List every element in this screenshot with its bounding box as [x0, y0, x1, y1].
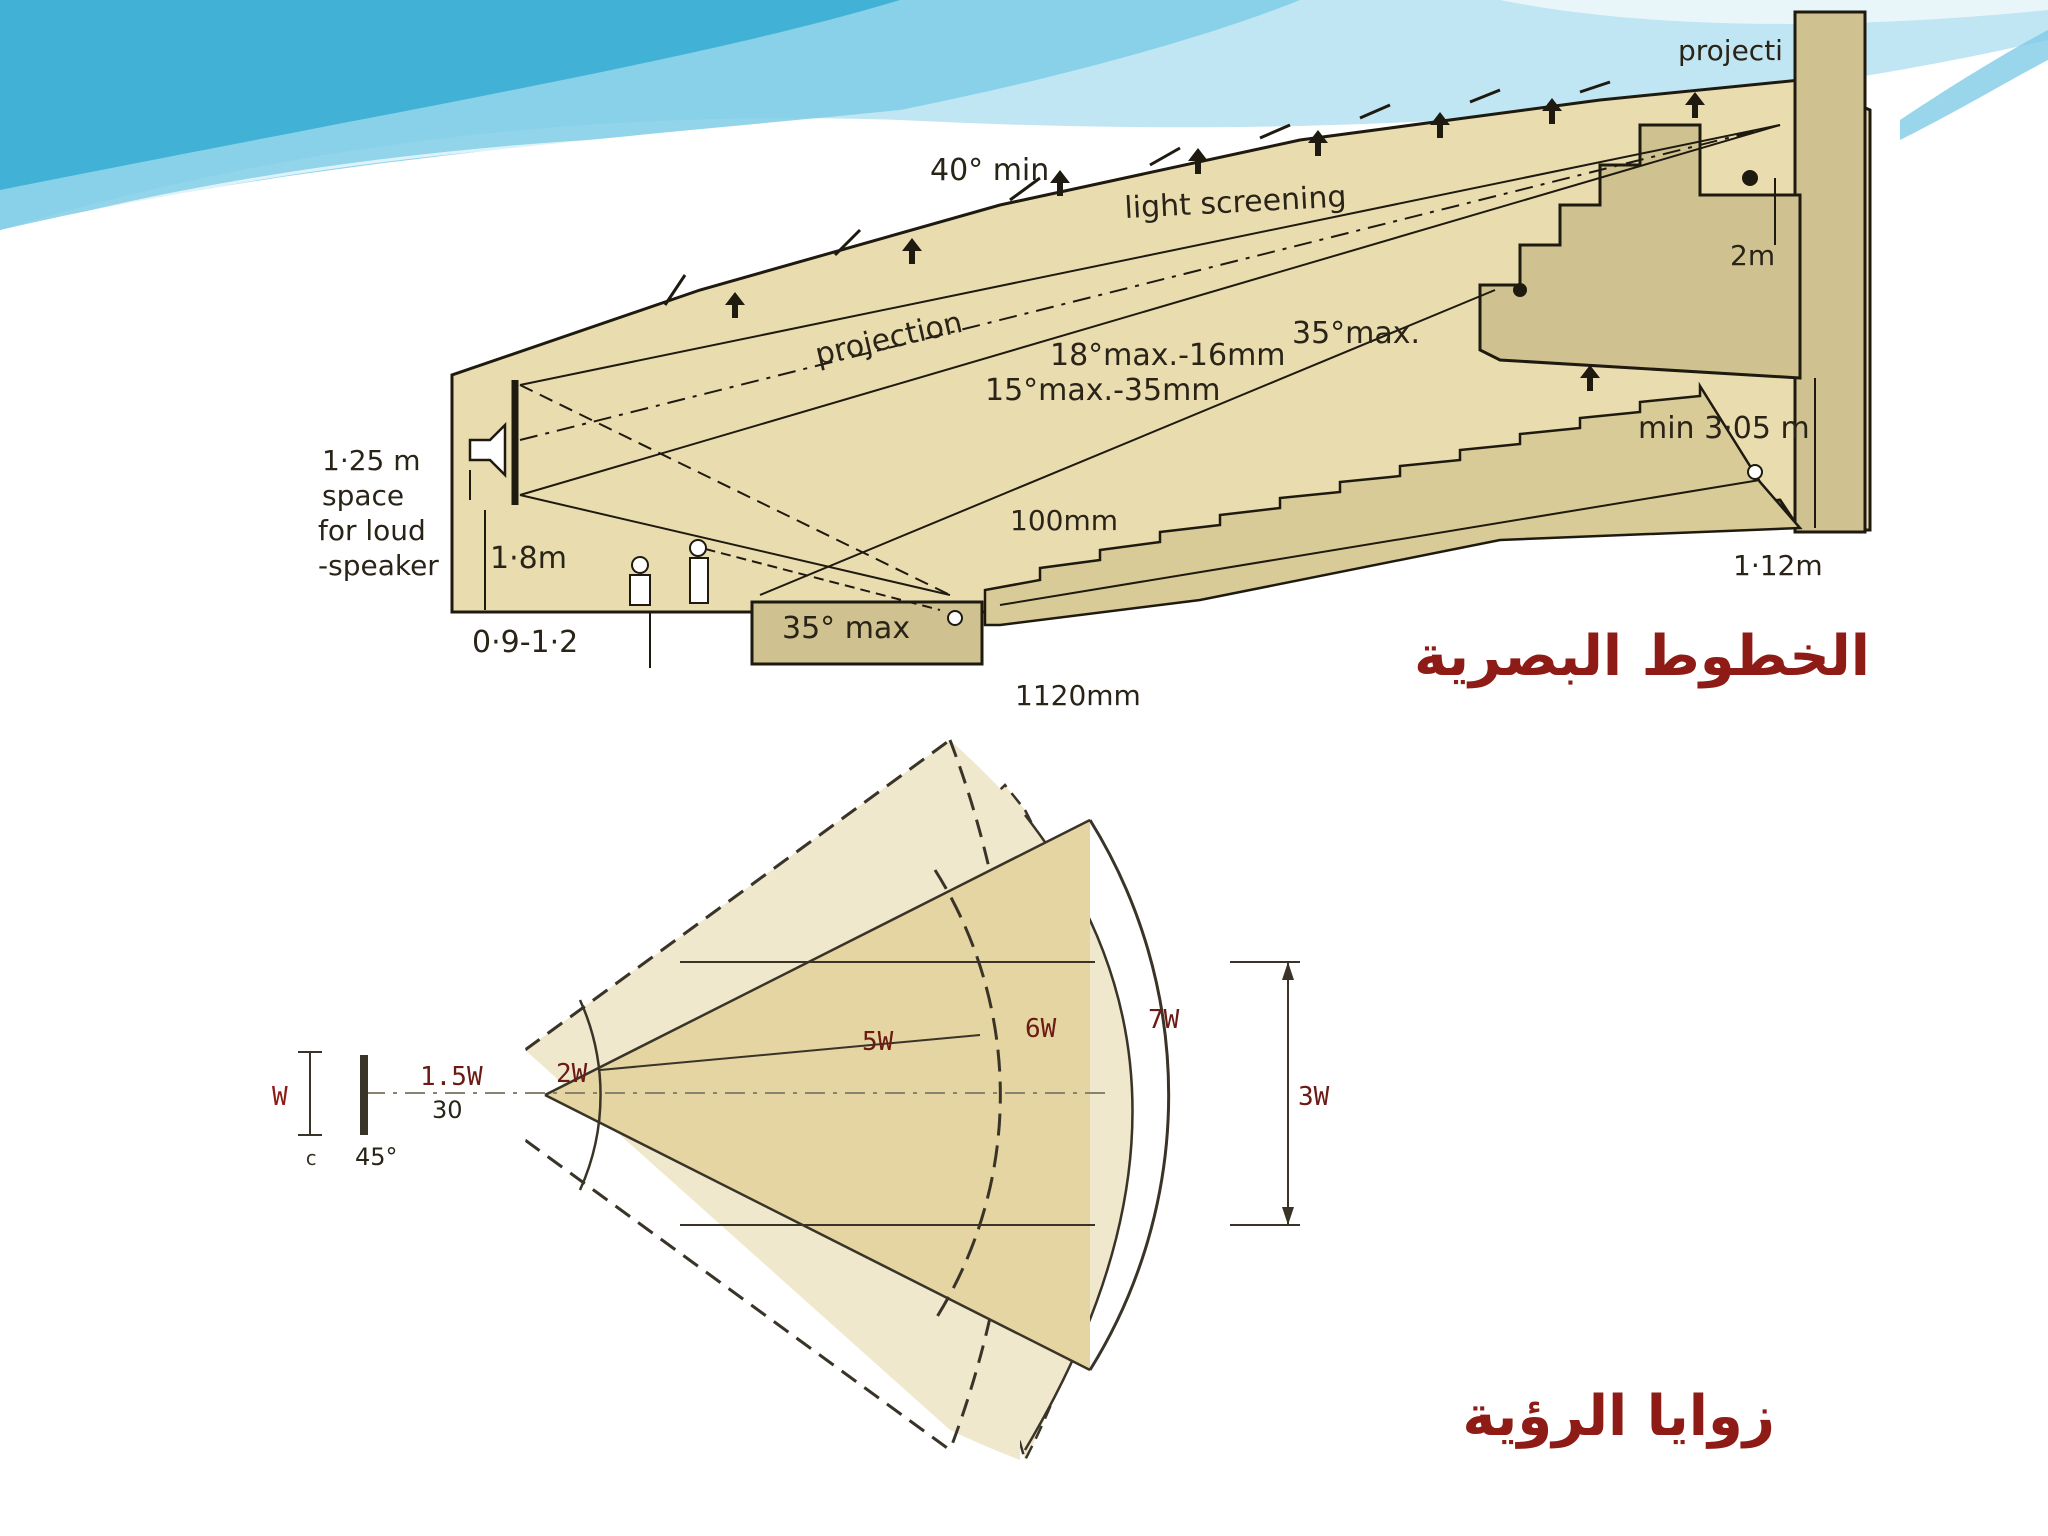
label-1120mm: 1120mm	[1015, 679, 1141, 712]
label-40-min: 40° min	[930, 153, 1049, 188]
projection-lines	[519, 124, 1781, 611]
cinema-section-diagram	[450, 10, 1872, 668]
light-arrows	[725, 92, 1705, 391]
label-100mm: 100mm	[1010, 504, 1118, 537]
label-45: 45°	[355, 1143, 398, 1171]
label-5w: 5W	[862, 1027, 894, 1057]
label-2m: 2m	[1730, 239, 1775, 272]
label-range: 0·9-1·2	[472, 625, 578, 660]
projection-room	[1793, 10, 1867, 534]
label-1-8m: 1·8m	[490, 541, 567, 576]
viewing-angles-diagram	[298, 738, 1300, 1464]
label-1-5w: 1.5W	[420, 1062, 483, 1092]
view-angles-title-arabic: زوايا الرؤية	[1462, 1384, 1775, 1449]
label-w: W	[272, 1082, 288, 1112]
label-6w: 6W	[1025, 1014, 1057, 1044]
label-c: c	[305, 1146, 317, 1170]
screen-bar	[360, 1055, 368, 1135]
label-35max-upper: 35°max.	[1292, 316, 1420, 351]
label-18max: 18°max.-16mm	[1050, 338, 1286, 373]
label-space: space	[322, 479, 404, 512]
label-speaker: -speaker	[318, 549, 439, 582]
label-125m: 1·25 m	[322, 444, 421, 477]
label-35max-lower: 35° max	[782, 611, 910, 646]
label-projection-room: projecti	[1678, 34, 1783, 67]
label-2w: 2W	[556, 1059, 588, 1089]
section-title-arabic: الخطوط البصرية	[1414, 624, 1870, 689]
label-1-12m: 1·12m	[1733, 549, 1823, 582]
label-7w: 7W	[1148, 1005, 1180, 1035]
label-30: 30	[432, 1096, 463, 1124]
label-min305: min 3·05 m	[1638, 411, 1810, 446]
light-baffles	[663, 80, 1611, 306]
viewing-labels: W c 45° 30 1.5W 2W 5W 6W 7W 3W	[272, 1005, 1330, 1171]
header-wave	[0, 0, 2048, 237]
label-for-loud: for loud	[318, 514, 426, 547]
label-15max: 15°max.-35mm	[985, 373, 1221, 408]
label-3w: 3W	[1298, 1082, 1330, 1112]
